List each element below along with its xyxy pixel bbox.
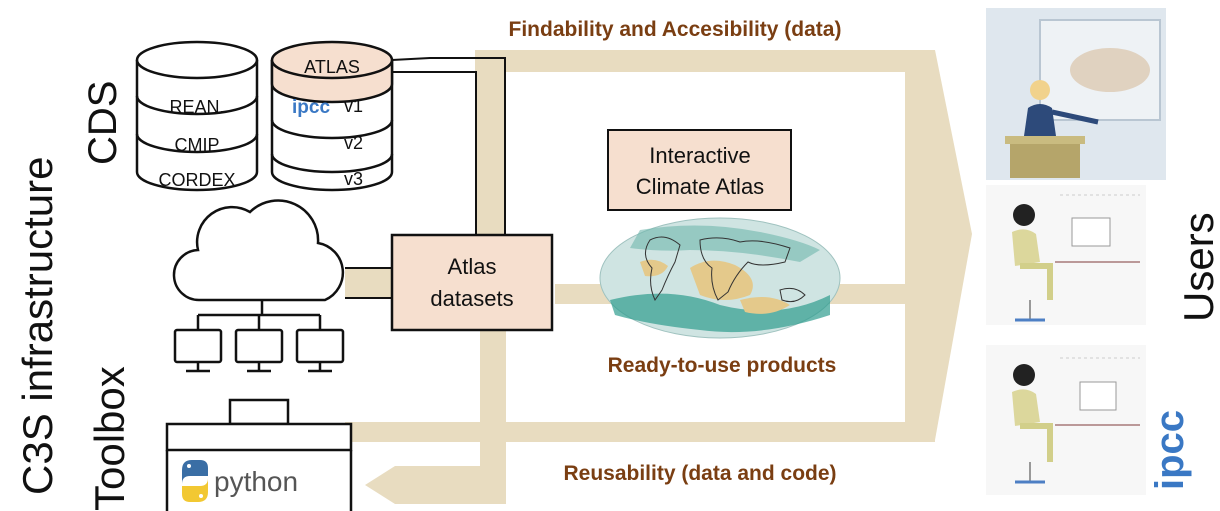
label-users: Users <box>1175 212 1220 322</box>
flow-arrow-head-python <box>365 466 506 504</box>
db-version-3: v3 <box>344 169 363 189</box>
database-left <box>135 40 259 192</box>
database-right <box>270 40 394 192</box>
ipcc-logo-db: ipcc <box>292 97 330 118</box>
label-c3s-infrastructure: C3S infrastructure <box>14 157 61 495</box>
flow-outline-top <box>391 57 506 236</box>
interactive-atlas-box <box>607 129 792 211</box>
ipcc-logo-users: ipcc <box>1148 410 1192 490</box>
flow-arrows <box>345 50 972 504</box>
python-logo-icon <box>182 460 208 502</box>
python-logo-text: python <box>214 466 298 497</box>
db-left-item-3: CORDEX <box>158 170 235 190</box>
toolbox-icon <box>165 398 353 511</box>
flow-outline-cloud <box>345 267 393 299</box>
db-left-item-2: CMIP <box>175 135 220 155</box>
atlas-datasets-line1: Atlas <box>448 254 497 279</box>
atlas-datasets-box <box>390 233 554 332</box>
flow-band-vertical <box>476 56 504 236</box>
flow-band-bottom <box>345 422 935 442</box>
flow-band-down <box>480 330 506 480</box>
flow-label-reusability: Reusability (data and code) <box>563 462 836 485</box>
flow-band-top <box>475 50 935 72</box>
user-desk-illustration <box>986 345 1146 495</box>
flow-label-findability: Findability and Accesibility (data) <box>509 18 842 41</box>
user-presenter-illustration <box>986 8 1166 180</box>
interactive-atlas-line1: Interactive <box>649 143 751 168</box>
world-map <box>599 217 841 339</box>
atlas-datasets-line2: datasets <box>430 286 513 311</box>
network-lines <box>196 300 322 330</box>
cloud-icon <box>172 199 345 302</box>
label-toolbox: Toolbox <box>86 366 133 511</box>
flow-arrow-head-users <box>905 50 972 440</box>
interactive-atlas-line2: Climate Atlas <box>636 174 764 199</box>
db-version-1: v1 <box>344 96 363 116</box>
db-version-2: v2 <box>344 133 363 153</box>
user-desk-illustration <box>986 185 1146 325</box>
db-left-item-1: REAN. <box>169 97 224 117</box>
label-cds: CDS <box>81 81 125 165</box>
flow-band-cloud <box>345 268 393 298</box>
db-atlas-label: ATLAS <box>304 57 360 77</box>
flow-label-ready: Ready-to-use products <box>608 354 837 377</box>
monitor-icons <box>173 328 345 373</box>
